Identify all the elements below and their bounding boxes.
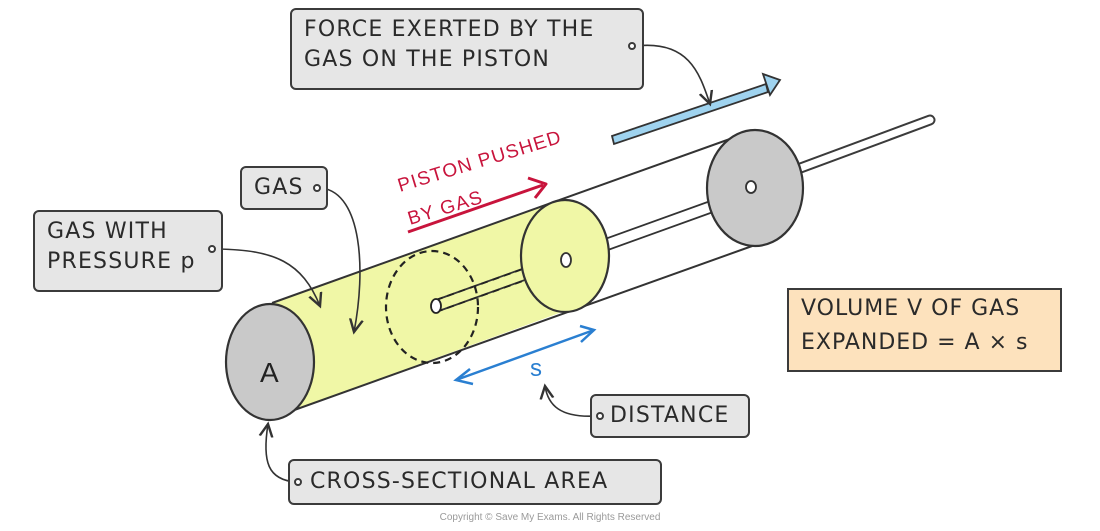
rod-end-dashed [430,298,442,314]
gas-pressure-line2: PRESSURE p [47,249,196,274]
distance-label-text: DISTANCE [610,403,730,428]
gas-label-text: GAS [254,175,304,200]
gas-label: GAS [240,166,328,210]
force-label-line1: FORCE EXERTED BY THE [304,17,595,42]
piston-pushed-line2: BY GAS [405,187,485,230]
volume-line1: VOLUME V OF GAS [801,296,1021,321]
volume-box: VOLUME V OF GAS EXPANDED = A × s [787,288,1062,372]
gas-pressure-tag-hole [208,245,216,253]
left-end-cap [224,302,316,422]
initial-piston-position [384,249,480,365]
force-pointer [635,44,710,104]
distance-symbol: s [530,355,542,382]
gas-pressure-label: GAS WITH PRESSURE p [33,210,223,292]
force-label-line2: GAS ON THE PISTON [304,47,551,72]
distance-arrow [453,324,597,386]
right-cap-rod-hole [745,180,757,194]
cylinder-bottom-edge [271,244,756,419]
force-arrow [610,72,782,146]
piston-rod-end [560,252,572,268]
cylinder-top-edge [271,129,756,304]
force-tag-hole [628,42,636,50]
push-arrow [407,176,548,234]
force-label: FORCE EXERTED BY THE GAS ON THE PISTON [290,8,644,90]
gas-pressure-pointer [217,248,320,306]
distance-label: DISTANCE [590,394,750,438]
gas-tag-hole [313,184,321,192]
gas-region [272,200,562,418]
cross-section-label-text: CROSS-SECTIONAL AREA [310,469,609,494]
distance-tag-hole [596,412,604,420]
gas-pressure-line1: GAS WITH [47,219,168,244]
volume-line2: EXPANDED = A × s [801,330,1029,355]
cross-section-label: CROSS-SECTIONAL AREA [288,459,662,505]
distance-pointer [545,386,597,417]
gas-pointer [321,187,360,332]
copyright-text: Copyright © Save My Exams. All Rights Re… [439,512,661,523]
area-symbol: A [260,357,279,388]
cross-section-tag-hole [294,478,302,486]
